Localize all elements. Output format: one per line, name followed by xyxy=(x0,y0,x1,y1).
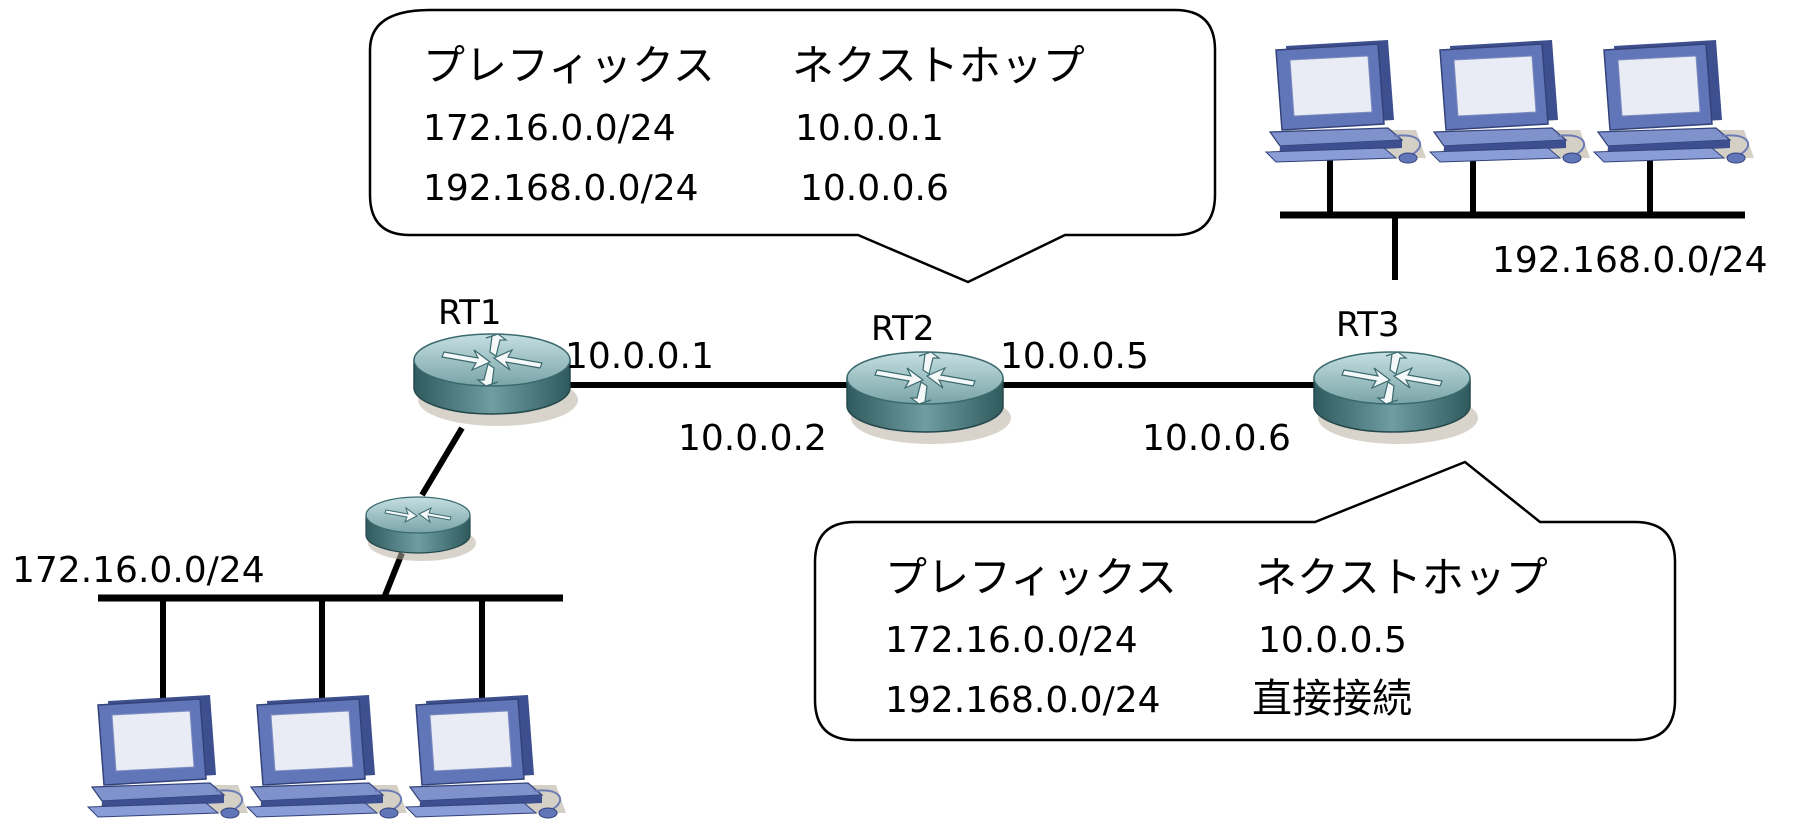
callout-rt2-nexthop-2: 10.0.0.6 xyxy=(800,168,949,209)
callout-rt3-nexthop-1: 10.0.0.5 xyxy=(1258,620,1407,661)
router-small xyxy=(365,496,477,562)
router-label: RT3 xyxy=(1336,305,1400,345)
router-rt3: RT3 xyxy=(1313,305,1479,445)
callout-rt2-header-prefix: プレフィックス xyxy=(423,41,715,90)
callout-rt3-header-prefix: プレフィックス xyxy=(885,553,1177,602)
callout-rt2-prefix-2: 192.168.0.0/24 xyxy=(423,168,699,209)
pc-icon xyxy=(405,694,567,819)
iface-rt2-left: 10.0.0.2 xyxy=(678,418,827,459)
callout-rt3-prefix-1: 172.16.0.0/24 xyxy=(885,620,1138,661)
callout-rt3-header-nexthop: ネクストホップ xyxy=(1255,553,1548,602)
lan-right: 192.168.0.0/24 xyxy=(1265,39,1768,281)
callout-rt2: プレフィックス ネクストホップ 172.16.0.0/24 10.0.0.1 1… xyxy=(368,8,1217,284)
lan-left: 172.16.0.0/24 xyxy=(12,550,567,819)
router-rt2: RT2 xyxy=(846,309,1012,445)
router-rt1: RT1 xyxy=(413,293,579,427)
callout-rt2-prefix-1: 172.16.0.0/24 xyxy=(423,108,676,149)
pc-icon xyxy=(1429,39,1591,164)
iface-rt3-left: 10.0.0.6 xyxy=(1142,418,1291,459)
callout-rt2-header-nexthop: ネクストホップ xyxy=(792,41,1085,90)
link-small-router-lan xyxy=(381,551,405,600)
callout-rt3-prefix-2: 192.168.0.0/24 xyxy=(885,680,1161,721)
pc-icon xyxy=(246,694,408,819)
iface-rt2-right: 10.0.0.5 xyxy=(1000,336,1149,377)
network-label-right: 192.168.0.0/24 xyxy=(1492,240,1768,281)
interface-labels: 10.0.0.1 10.0.0.2 10.0.0.5 10.0.0.6 xyxy=(565,336,1291,459)
pc-icon xyxy=(1265,39,1427,164)
router-icon xyxy=(365,496,477,562)
router-label: RT1 xyxy=(438,293,502,333)
callout-rt3-nexthop-2: 直接接続 xyxy=(1252,676,1412,722)
callout-rt3: プレフィックス ネクストホップ 172.16.0.0/24 10.0.0.5 1… xyxy=(813,460,1677,742)
router-icon xyxy=(846,351,1012,445)
network-label-left: 172.16.0.0/24 xyxy=(12,550,265,591)
link-rt1-small-router xyxy=(419,426,465,497)
pc-icon xyxy=(87,694,249,819)
router-icon xyxy=(1313,351,1479,445)
callout-rt2-nexthop-1: 10.0.0.1 xyxy=(795,108,944,149)
pc-icon xyxy=(1593,39,1755,164)
iface-rt1-right: 10.0.0.1 xyxy=(565,336,714,377)
router-icon xyxy=(413,333,579,427)
router-label: RT2 xyxy=(871,309,935,349)
